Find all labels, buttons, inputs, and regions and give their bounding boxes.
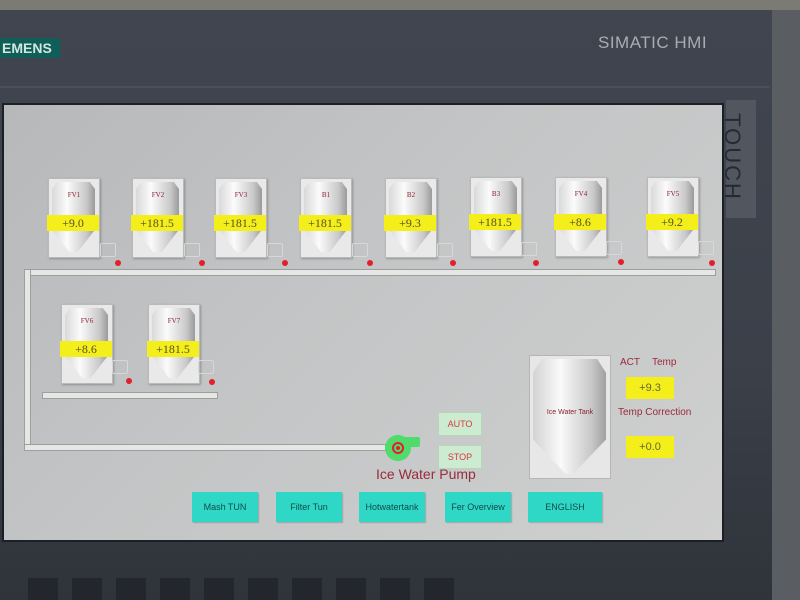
function-key[interactable] <box>160 578 190 600</box>
temp-correction-input[interactable]: +0.0 <box>626 436 674 458</box>
tank-label: FV2 <box>151 191 165 199</box>
pump-suction-pipe <box>24 444 386 451</box>
pump-label: Ice Water Pump <box>376 466 476 482</box>
alarm-dot-icon <box>115 260 121 266</box>
model-label: SIMATIC HMI <box>598 33 708 52</box>
alarm-dot-icon <box>126 378 132 384</box>
bezel-divider <box>0 86 770 88</box>
function-key[interactable] <box>28 578 58 600</box>
function-key[interactable] <box>292 578 322 600</box>
tank-value: +9.3 <box>384 215 436 231</box>
alarm-dot-icon <box>709 260 715 266</box>
valve-icon <box>352 243 368 257</box>
tank-value: +9.2 <box>646 214 698 230</box>
tank-fv2[interactable]: FV2 +181.5 <box>131 178 184 258</box>
alarm-dot-icon <box>282 260 288 266</box>
bezel-right-edge <box>772 10 800 600</box>
valve-icon <box>521 242 537 256</box>
nav-english-button[interactable]: ENGLISH <box>528 492 602 522</box>
function-key[interactable] <box>336 578 366 600</box>
tank-fv5[interactable]: FV5 +9.2 <box>646 177 699 257</box>
temp-label: Temp <box>652 357 677 368</box>
left-vertical-pipe <box>24 269 31 451</box>
tank-value: +8.6 <box>554 214 606 230</box>
tank-value: +9.0 <box>47 215 99 231</box>
pump-auto-button[interactable]: AUTO <box>438 412 482 436</box>
function-key[interactable] <box>424 578 454 600</box>
tank-value: +181.5 <box>147 341 199 357</box>
valve-icon <box>606 241 622 255</box>
tank-fv4[interactable]: FV4 +8.6 <box>554 177 607 257</box>
pump-stop-button[interactable]: STOP <box>438 445 482 469</box>
nav-fer-overview-button[interactable]: Fer Overview <box>445 492 511 522</box>
tank-b1[interactable]: B1 +181.5 <box>299 178 352 258</box>
tank-label: FV4 <box>574 190 588 198</box>
tank-fv3[interactable]: FV3 +181.5 <box>214 178 267 258</box>
alarm-dot-icon <box>618 259 624 265</box>
function-key[interactable] <box>248 578 278 600</box>
function-key[interactable] <box>72 578 102 600</box>
tank-value: +181.5 <box>131 215 183 231</box>
valve-icon <box>437 243 453 257</box>
ice-water-pump-icon[interactable] <box>378 433 422 463</box>
main-header-pipe <box>24 269 716 276</box>
ice-water-tank-label: Ice Water Tank <box>546 409 594 416</box>
tank-value: +181.5 <box>214 215 266 231</box>
tank-label: FV7 <box>167 317 181 325</box>
tank-label: B1 <box>321 191 331 199</box>
top-edge <box>0 0 800 12</box>
act-temp-value: +9.3 <box>626 377 674 399</box>
nav-mash-tun-button[interactable]: Mash TUN <box>192 492 258 522</box>
alarm-dot-icon <box>533 260 539 266</box>
tank-value: +181.5 <box>469 214 521 230</box>
row2-header-pipe <box>42 392 218 399</box>
nav-filter-tun-button[interactable]: Filter Tun <box>276 492 342 522</box>
alarm-dot-icon <box>450 260 456 266</box>
tank-label: B3 <box>491 190 501 198</box>
tank-value: +8.6 <box>60 341 112 357</box>
tank-label: FV6 <box>80 317 94 325</box>
alarm-dot-icon <box>367 260 373 266</box>
tank-label: FV5 <box>666 190 680 198</box>
ice-water-tank[interactable]: Ice Water Tank <box>529 355 611 479</box>
tank-fv6[interactable]: FV6 +8.6 <box>60 304 113 384</box>
tank-label: FV3 <box>234 191 248 199</box>
valve-icon <box>198 360 214 374</box>
alarm-dot-icon <box>199 260 205 266</box>
tank-b3[interactable]: B3 +181.5 <box>469 177 522 257</box>
function-key[interactable] <box>204 578 234 600</box>
valve-icon <box>100 243 116 257</box>
tank-value: +181.5 <box>299 215 351 231</box>
function-key[interactable] <box>380 578 410 600</box>
valve-icon <box>112 360 128 374</box>
siemens-logo: EMENS <box>0 38 60 58</box>
tank-b2[interactable]: B2 +9.3 <box>384 178 437 258</box>
valve-icon <box>698 241 714 255</box>
tank-label: B2 <box>406 191 416 199</box>
act-label: ACT <box>620 357 640 368</box>
alarm-dot-icon <box>209 379 215 385</box>
tank-fv1[interactable]: FV1 +9.0 <box>47 178 100 258</box>
temp-correction-label: Temp Correction <box>618 407 692 418</box>
function-key[interactable] <box>116 578 146 600</box>
hmi-screen: FV1 +9.0 FV2 +181.5 FV3 +181.5 B1 +181.5 B2 +… <box>2 103 724 542</box>
tank-label: FV1 <box>67 191 81 199</box>
nav-hotwatertank-button[interactable]: Hotwatertank <box>359 492 425 522</box>
valve-icon <box>184 243 200 257</box>
tank-fv7[interactable]: FV7 +181.5 <box>147 304 200 384</box>
valve-icon <box>267 243 283 257</box>
touch-label-panel: TOUCH <box>720 100 756 218</box>
